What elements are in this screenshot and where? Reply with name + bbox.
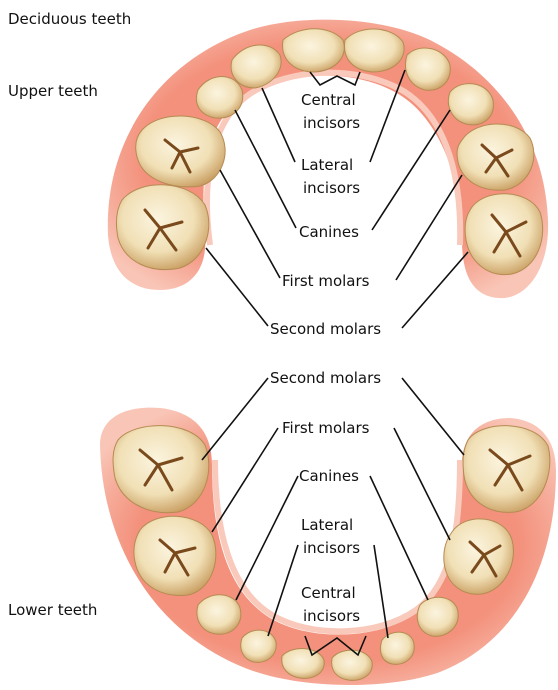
lower-central-incisors-label-line1: Central — [301, 584, 356, 602]
lower-canine-left — [197, 595, 241, 634]
lower-lateral-incisors-label-line1: Lateral — [301, 516, 353, 534]
upper-second-molars-pointer-left — [206, 248, 268, 326]
lower-lateral-incisors-label-line2: incisors — [303, 539, 360, 557]
upper-central-incisor-right — [344, 29, 404, 72]
lower-central-incisors-label-line2: incisors — [303, 607, 360, 625]
upper-section-label: Upper teeth — [8, 82, 98, 100]
lower-canines-pointer-left — [236, 476, 298, 600]
upper-central-incisor-left — [283, 29, 345, 72]
upper-first-molars-pointer-right — [396, 175, 462, 280]
upper-canines-pointer-left — [235, 110, 296, 228]
lower-canine-right — [417, 597, 458, 636]
lower-second-molars-pointer-right — [402, 378, 464, 455]
lower-second-molars-label: Second molars — [270, 369, 381, 387]
upper-central-incisors-label-line2: incisors — [303, 114, 360, 132]
lower-section-label: Lower teeth — [8, 601, 97, 619]
lower-second-molars-pointer-left — [202, 378, 268, 460]
upper-lateral-incisors-pointer-left — [262, 88, 295, 162]
upper-lateral-incisors-label-line2: incisors — [303, 179, 360, 197]
diagram-title: Deciduous teeth — [8, 10, 131, 28]
lower-lateral-incisor-right — [380, 632, 414, 664]
upper-first-molars-label: First molars — [282, 272, 370, 290]
upper-second-molars-pointer-right — [402, 252, 468, 328]
lower-first-molars-label: First molars — [282, 419, 370, 437]
lower-central-incisor-right — [332, 650, 373, 680]
upper-second-molars-label: Second molars — [270, 320, 381, 338]
lower-lateral-incisor-left — [241, 630, 276, 662]
upper-first-molars-pointer-left — [220, 170, 280, 278]
upper-lateral-incisors-label-line1: Lateral — [301, 156, 353, 174]
upper-central-incisors-label-line1: Central — [301, 91, 356, 109]
lower-canines-label: Canines — [299, 467, 359, 485]
upper-canines-label: Canines — [299, 223, 359, 241]
lower-first-molars-pointer-right — [394, 428, 450, 540]
lower-first-molars-pointer-left — [212, 428, 278, 532]
